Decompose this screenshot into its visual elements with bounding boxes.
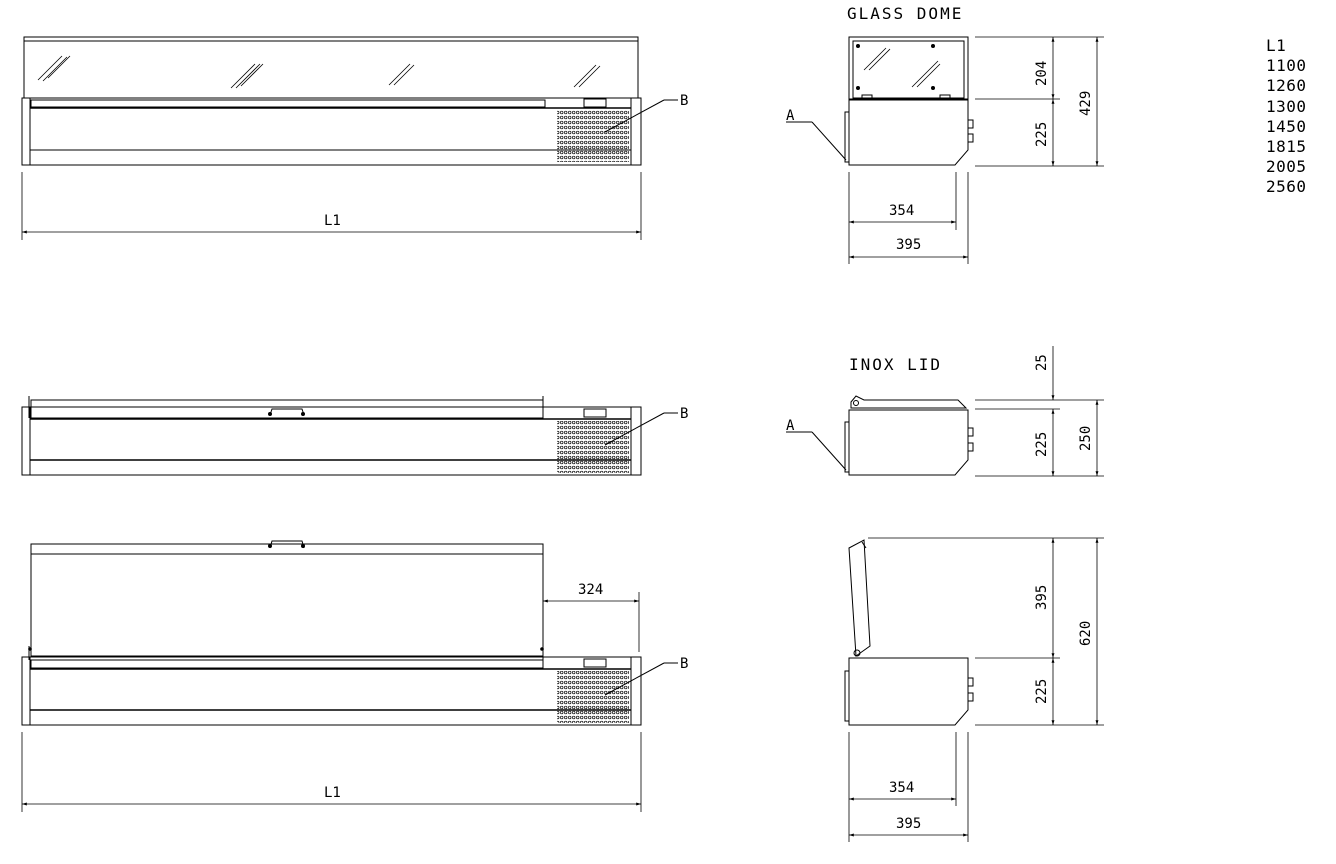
l1-value: 1100 (1266, 56, 1307, 76)
dim-body-height-open: 225 (1034, 679, 1050, 704)
side-view-inox-lid: INOX LID A 25 225 250 (786, 346, 1104, 477)
front-view-glass-dome: B L1 (21, 36, 688, 240)
l1-value: 1260 (1266, 76, 1307, 96)
l1-value: 2560 (1266, 177, 1307, 197)
l1-value: 1450 (1266, 116, 1307, 136)
glass-reflection-marks (37, 55, 601, 89)
view-title-glass-dome: GLASS DOME (847, 4, 963, 23)
front-view-open-lid: B 324 L1 (21, 540, 688, 812)
l1-value: 1815 (1266, 137, 1307, 157)
dim-depth-inner-bottom: 354 (889, 780, 914, 796)
ventilation-grille (557, 671, 629, 723)
dim-l1-bottom: L1 (324, 785, 341, 801)
dim-depth-outer-top: 395 (896, 237, 921, 253)
dim-total-lid: 250 (1078, 426, 1094, 451)
dim-lid-thickness: 25 (1034, 354, 1050, 371)
dim-depth-inner-top: 354 (889, 203, 914, 219)
dim-total-dome: 429 (1078, 91, 1094, 116)
callout-b: B (680, 93, 688, 109)
callout-a-dome: A (786, 108, 795, 124)
l1-value: 2005 (1266, 157, 1307, 177)
dim-body-height-lid: 225 (1034, 432, 1050, 457)
l1-length-table: L1 1100 1260 1300 1450 1815 2005 2560 (1266, 36, 1307, 198)
callout-a-lid: A (786, 418, 795, 434)
side-view-open-lid: 395 225 620 354 395 (844, 537, 1104, 842)
dim-dome-height: 204 (1034, 61, 1050, 86)
l1-value: 1300 (1266, 96, 1307, 116)
dim-depth-outer-bottom: 395 (896, 816, 921, 832)
side-view-glass-dome: GLASS DOME A 204 225 429 354 395 (786, 4, 1104, 264)
ventilation-grille (557, 110, 629, 162)
dim-lid-offset: 324 (578, 582, 603, 598)
lid-handle (269, 408, 305, 416)
callout-b-open: B (680, 656, 688, 672)
dim-total-open: 620 (1078, 621, 1094, 646)
dim-l1-top: L1 (324, 213, 341, 229)
callout-b-lid: B (680, 406, 688, 422)
dim-open-lid: 395 (1034, 585, 1050, 610)
front-view-inox-lid: B (21, 396, 688, 476)
view-title-inox-lid: INOX LID (849, 355, 942, 374)
l1-table-header: L1 (1266, 36, 1287, 55)
ventilation-grille (557, 421, 629, 473)
dim-body-height-dome: 225 (1034, 122, 1050, 147)
